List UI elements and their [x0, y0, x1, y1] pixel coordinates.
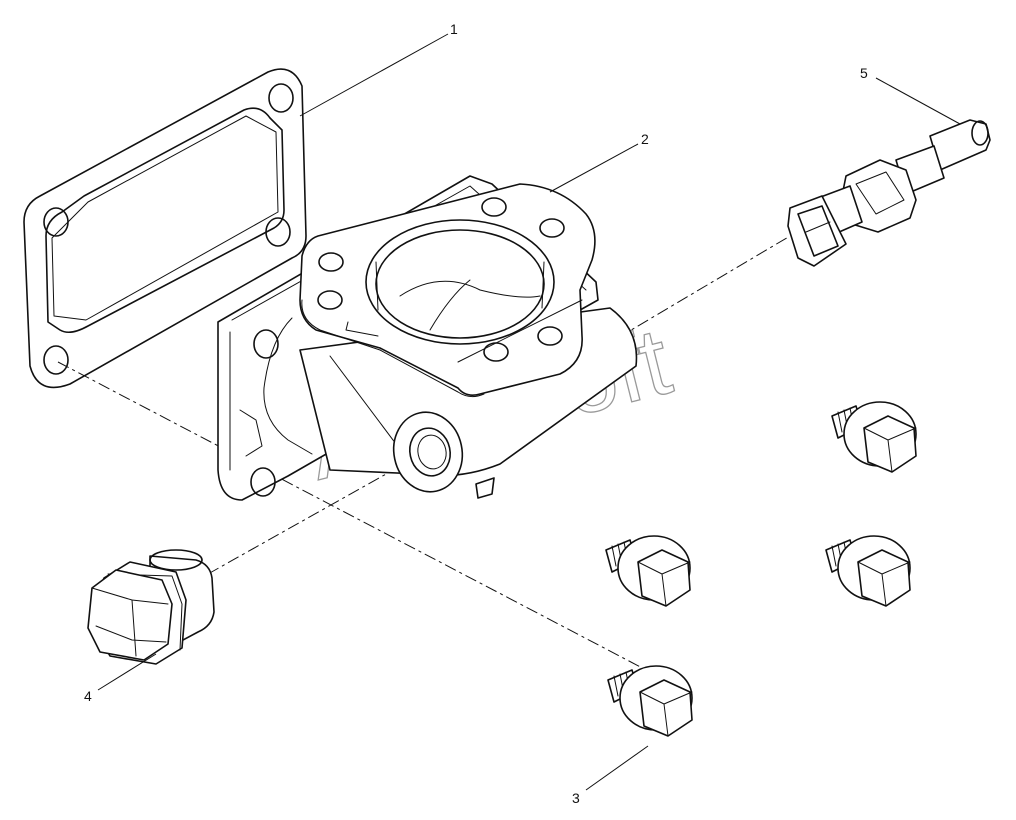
- bolt-part: [607, 665, 693, 737]
- callout-4-label: 4: [84, 688, 92, 704]
- thermostat-housing-part: [217, 175, 638, 501]
- gasket-part: [23, 68, 307, 389]
- bolt-part: [831, 401, 917, 473]
- temperature-sensor-part: [787, 119, 991, 267]
- leader-lines: [97, 33, 961, 791]
- callout-5-label: 5: [860, 65, 868, 81]
- callout-3-label: 3: [572, 790, 580, 806]
- bolt-part: [605, 535, 691, 607]
- bolt-part: [825, 535, 911, 607]
- callout-1-label: 1: [450, 21, 458, 37]
- plug-part: [87, 549, 215, 665]
- callout-2-label: 2: [641, 131, 649, 147]
